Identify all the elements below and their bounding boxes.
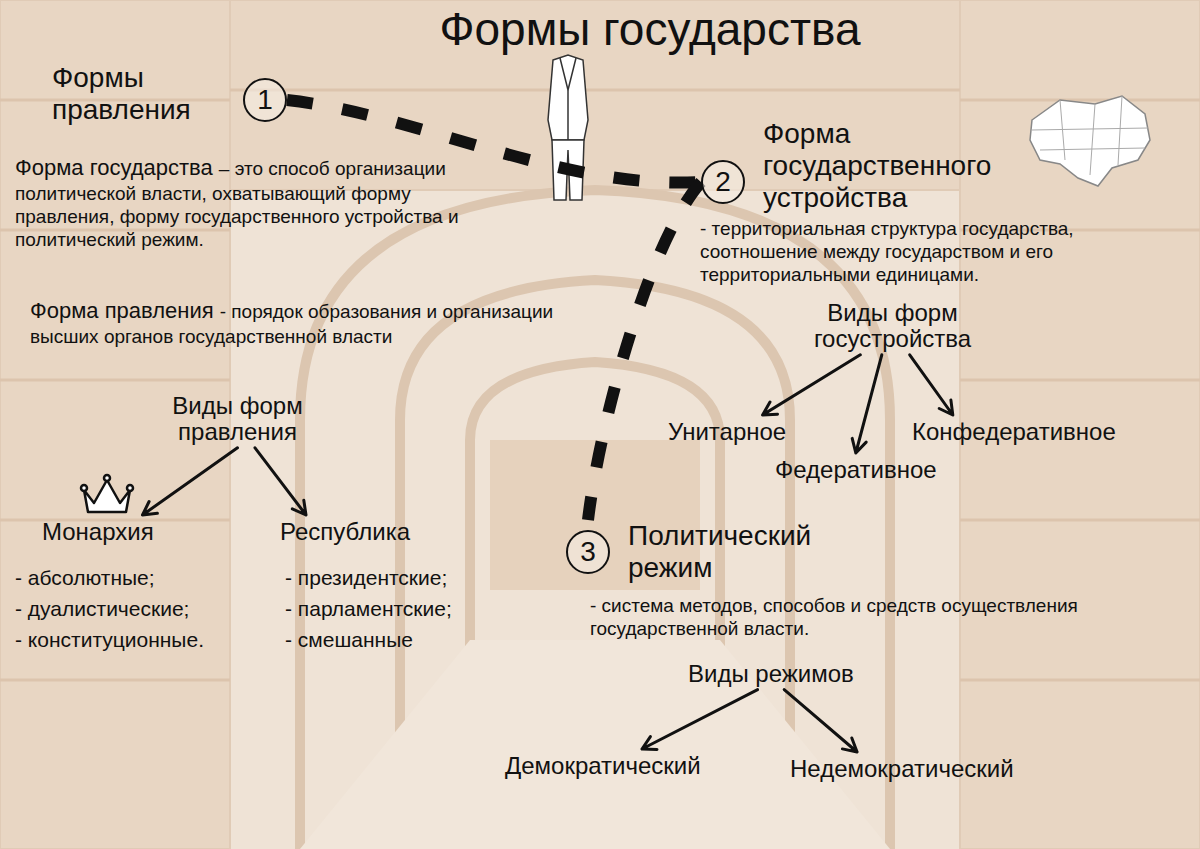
diagram-title: Формы государства [439, 2, 860, 56]
category-item: Монархия [42, 518, 154, 546]
list-item: - смешанные [285, 628, 413, 652]
category-item: Республика [280, 518, 410, 546]
list-item: - абсолютные; [15, 566, 155, 590]
type-name: Недемократический [790, 755, 1014, 783]
tree-arrow [784, 690, 857, 752]
category-heading: Виды форм госустройства [785, 300, 1000, 353]
category-item: Конфедеративное [912, 418, 1116, 446]
tree-arrow [642, 690, 758, 750]
definition: Форма правления- порядок образования и о… [30, 298, 600, 348]
type-name: Виды режимов [688, 660, 854, 688]
callout-number: 1 [243, 78, 287, 122]
definition-term: Форма государства [15, 155, 213, 180]
category-heading: Виды форм правления [150, 393, 325, 446]
definition: Форма государства– это способ организаци… [15, 155, 465, 251]
type-name: Федеративное [775, 456, 937, 484]
description: - система методов, способов и средств ос… [590, 594, 1110, 640]
callout-number: 2 [701, 160, 745, 204]
tree-arrow [852, 355, 882, 453]
type-name: Республика [280, 518, 410, 546]
list-item: - конституционные. [15, 628, 204, 652]
dashed-path [588, 182, 701, 520]
crown-icon [81, 475, 133, 512]
section-heading: Формы правления [52, 62, 227, 126]
numbered-heading: 3 Политический режим [566, 520, 888, 584]
section-heading: Политический режим [628, 520, 888, 584]
category-item: Унитарное [668, 418, 786, 446]
definition-term: Форма правления [30, 298, 214, 323]
type-name: Монархия [42, 518, 154, 546]
tree-arrow [143, 448, 238, 515]
description: - территориальная структура государства,… [700, 217, 1188, 287]
numbered-heading: Формы правления 1 [52, 62, 287, 126]
tree-arrow [255, 448, 306, 515]
numbered-heading: 2 Форма государственного устройства [701, 118, 1063, 215]
category-item: Федеративное [775, 456, 937, 484]
type-name: Демократический [505, 752, 701, 780]
category-item: Демократический [505, 752, 701, 780]
section-heading: Форма государственного устройства [763, 118, 1063, 215]
category-item: Виды форм госустройства [785, 300, 1000, 353]
list-item: - дуалистические; [15, 597, 189, 621]
callout-number: 3 [566, 530, 610, 574]
category-item: Виды режимов [688, 660, 854, 688]
type-name: Унитарное [668, 418, 786, 446]
list-item: - парламентские; [285, 597, 452, 621]
tree-arrow [910, 355, 953, 415]
category-item: Недемократический [790, 755, 1014, 783]
type-name: Конфедеративное [912, 418, 1116, 446]
tree-arrow [763, 355, 861, 415]
list-item: - президентские; [285, 566, 447, 590]
map-illustration [1030, 96, 1150, 186]
category-item: Виды форм правления [150, 393, 325, 446]
